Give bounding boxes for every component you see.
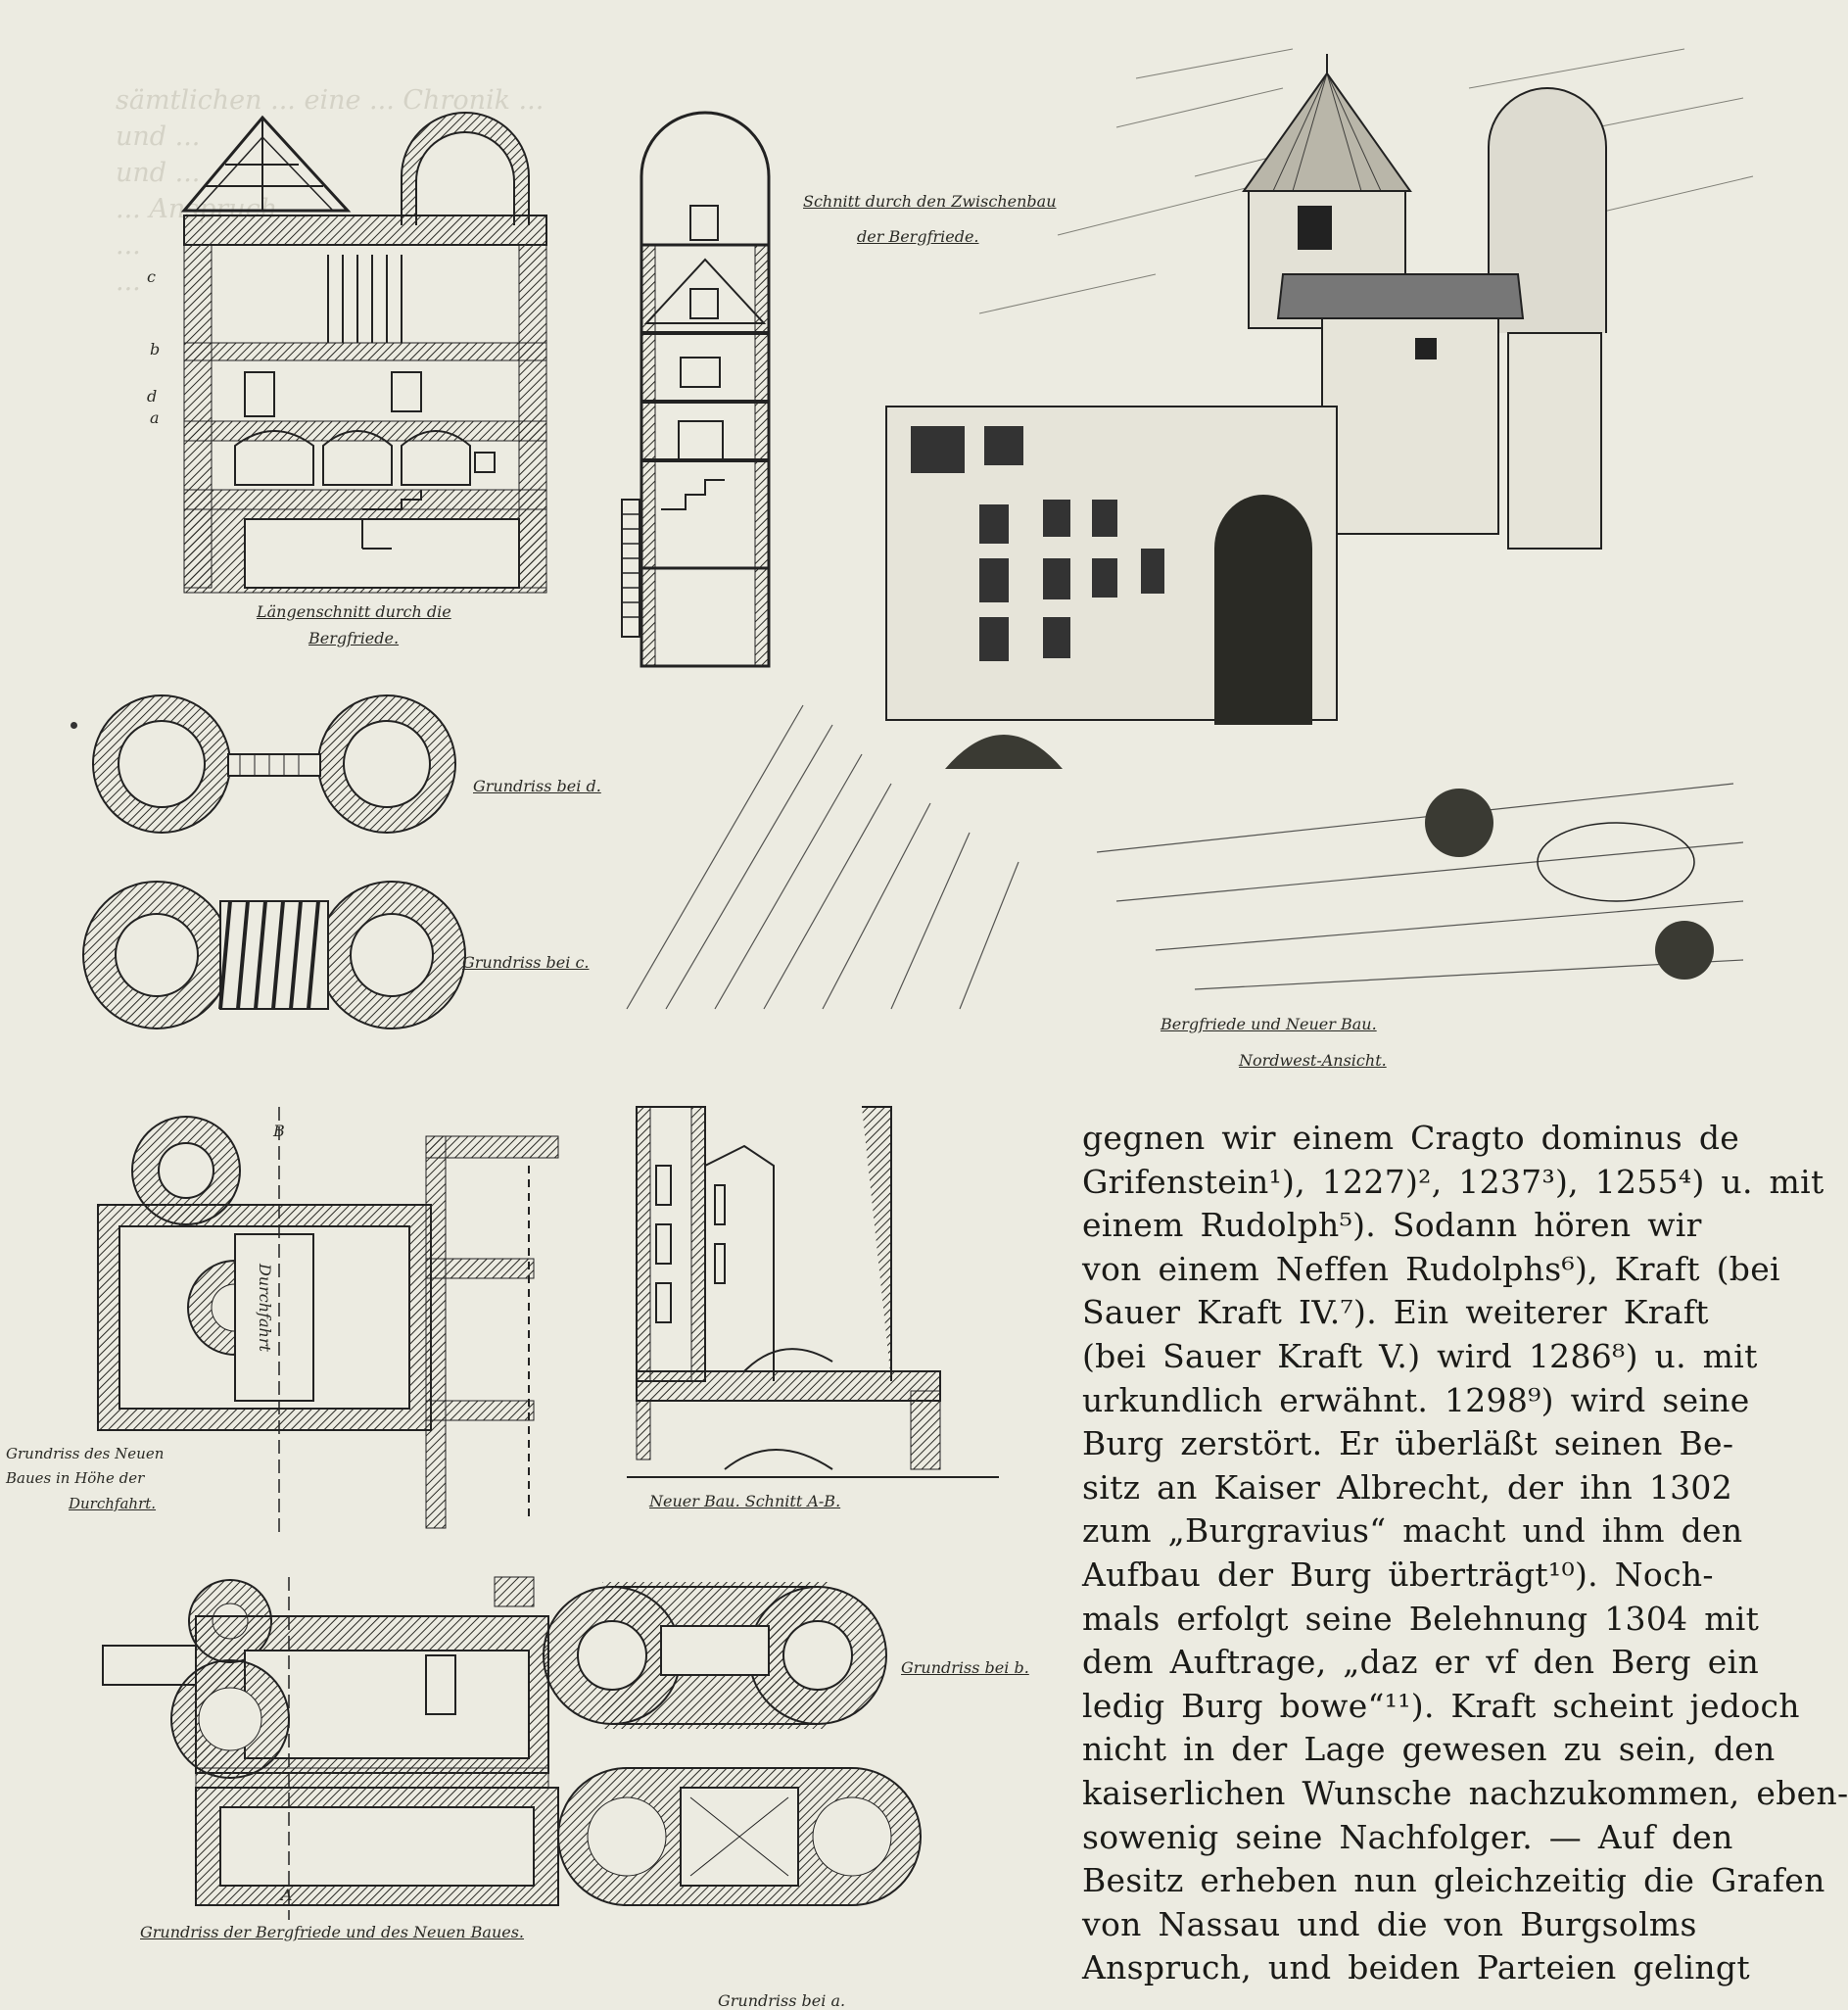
plan-b-caption: Grundriss bei b. [901,1658,1029,1677]
longitudinal-section-drawing [137,59,568,607]
northwest-view-caption-1: Bergfriede und Neuer Bau. [1161,1015,1377,1033]
text-line: urkundlich erwähnt. 1298⁹) wird seine [1082,1380,1750,1419]
axis-label-b: B [273,1122,285,1140]
bleed-line: ... [116,230,141,261]
new-building-plan-caption-3: Durchfahrt. [69,1495,157,1512]
longitudinal-section-caption-2: Bergfriede. [308,629,400,647]
new-building-plan-caption-1: Grundriss des Neuen [6,1445,165,1462]
plan-d-drawing [92,691,465,847]
text-line: Sauer Kraft IV.⁷). Ein weiterer Kraft [1082,1293,1709,1332]
bleed-line: und ... [116,121,201,152]
text-line: ledig Burg bowe“¹¹). Kraft scheint jedoc… [1082,1686,1800,1725]
text-line: von Nassau und die von Burgsolms [1082,1904,1697,1943]
text-line: zum „Burgravius“ macht und ihm den [1082,1511,1743,1551]
text-line: mals erfolgt seine Belehnung 1304 mit [1082,1599,1760,1638]
northwest-view-drawing [607,20,1763,1019]
bergfriede-plan-drawing [102,1576,925,1920]
plan-d-caption: Grundriss bei d. [473,777,601,795]
plan-c-caption: Grundriss bei c. [462,953,590,972]
text-line: von einem Neffen Rudolphs⁶), Kraft (bei [1082,1249,1780,1288]
bleed-line: und ... [116,158,201,188]
level-label-a: a [150,408,160,427]
text-line: kaiserlichen Wunsche nachzukommen, eben- [1082,1773,1848,1812]
intermediate-section-drawing [621,98,788,668]
level-label-c: c [147,267,156,286]
text-line: Burg zerstört. Er überläßt seinen Be- [1082,1424,1734,1463]
text-line: dem Auftrage, „daz er vf den Berg ein [1082,1643,1759,1682]
text-line: Grifenstein¹), 1227)², 1237³), 1255⁴) u.… [1082,1162,1824,1201]
intermediate-section-caption-1: Schnitt durch den Zwischenbau [803,192,1057,211]
longitudinal-section-caption-1: Längenschnitt durch die [257,602,451,621]
section-ab-drawing [627,1106,999,1479]
new-building-plan-caption-2: Baues in Höhe der [6,1469,145,1487]
axis-label-a: A [281,1886,293,1904]
plan-b-drawing [543,1582,887,1729]
passage-label: Durchfahrt [256,1264,274,1352]
plan-c-drawing [82,872,466,1038]
level-label-d: d [147,387,158,406]
level-label-b: b [150,340,161,359]
bergfriede-plan-caption: Grundriss der Bergfriede und des Neuen B… [140,1923,525,1941]
plan-a-caption: Grundriss bei a. [718,1991,846,2010]
text-line: sitz an Kaiser Albrecht, der ihn 1302 [1082,1467,1732,1507]
text-line: Anspruch, und beiden Parteien gelingt [1082,1948,1750,1987]
northwest-view-caption-2: Nordwest-Ansicht. [1239,1051,1387,1070]
intermediate-section-caption-2: der Bergfriede. [857,227,979,246]
text-line: Besitz erheben nun gleichzeitig die Graf… [1082,1861,1825,1900]
page-mark [71,722,77,729]
new-building-plan-drawing [97,1107,559,1538]
bleed-line: ... [116,266,141,297]
text-line: Aufbau der Burg überträgt¹⁰). Noch- [1082,1555,1714,1594]
body-text-column: gegnen wir einem Cragto dominus de Grife… [1082,1117,1848,1990]
section-ab-caption: Neuer Bau. Schnitt A-B. [649,1492,841,1510]
text-line: (bei Sauer Kraft V.) wird 1286⁸) u. mit [1082,1336,1758,1375]
text-line: nicht in der Lage gewesen zu sein, den [1082,1730,1776,1769]
text-line: sowenig seine Nachfolger. — Auf den [1082,1817,1733,1856]
text-line: gegnen wir einem Cragto dominus de [1082,1119,1740,1157]
bleed-line: sämtlichen ... eine ... Chronik ... [116,85,545,116]
text-line: einem Rudolph⁵). Sodann hören wir [1082,1206,1702,1245]
bleed-through-text: sämtlichen ... eine ... Chronik ... und … [116,82,1761,300]
